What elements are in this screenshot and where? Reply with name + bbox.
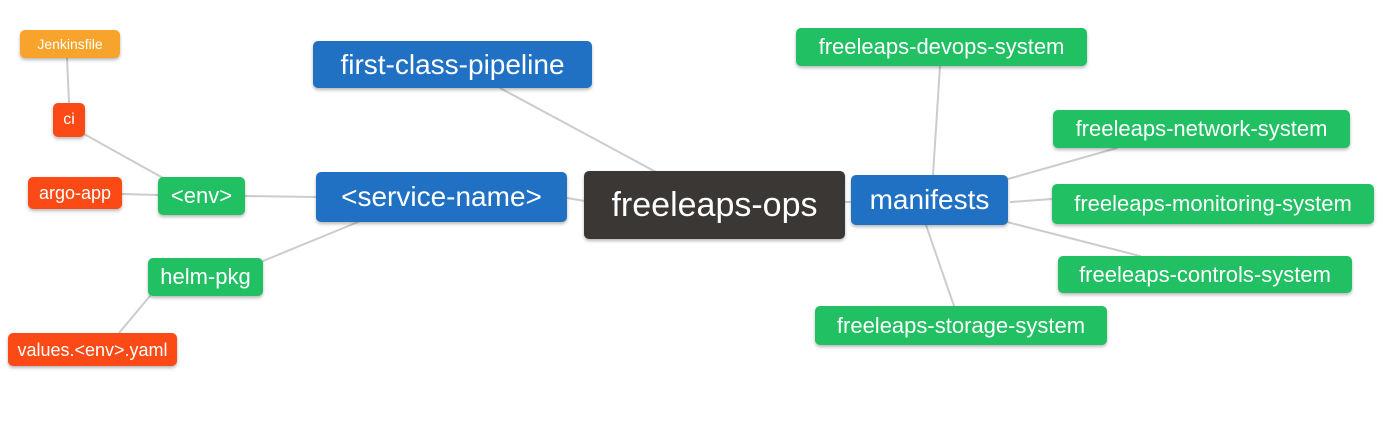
- edge-manifests--freeleaps-network-system: [1007, 147, 1118, 180]
- node-freeleaps-devops-system[interactable]: freeleaps-devops-system: [796, 28, 1087, 66]
- node-helm-pkg[interactable]: helm-pkg: [148, 258, 263, 296]
- node-values-env-yaml[interactable]: values.<env>.yaml: [8, 333, 177, 366]
- edge-argo-app--env: [121, 193, 159, 196]
- edge-values-env-yaml--helm-pkg: [118, 295, 151, 334]
- node-service-name[interactable]: <service-name>: [316, 172, 567, 222]
- node-freeleaps-network-system[interactable]: freeleaps-network-system: [1053, 110, 1350, 148]
- node-env[interactable]: <env>: [158, 177, 245, 215]
- node-freeleaps-controls-system[interactable]: freeleaps-controls-system: [1058, 256, 1352, 293]
- node-manifests[interactable]: manifests: [851, 175, 1008, 225]
- edge-first-class-pipeline--freeleaps-ops: [499, 87, 657, 173]
- node-first-class-pipeline[interactable]: first-class-pipeline: [313, 41, 592, 88]
- edge-service-name--freeleaps-ops: [566, 197, 586, 202]
- node-ci[interactable]: ci: [53, 103, 85, 137]
- node-freeleaps-storage-system[interactable]: freeleaps-storage-system: [815, 306, 1107, 345]
- node-freeleaps-ops[interactable]: freeleaps-ops: [584, 171, 845, 239]
- node-jenkinsfile[interactable]: Jenkinsfile: [20, 30, 120, 58]
- edge-ci--env: [83, 133, 164, 179]
- edge-manifests--freeleaps-storage-system: [925, 224, 955, 307]
- edge-manifests--freeleaps-monitoring-system: [1010, 198, 1053, 203]
- edge-manifests--freeleaps-devops-system: [932, 65, 941, 176]
- edge-env--service-name: [244, 195, 317, 198]
- node-argo-app[interactable]: argo-app: [28, 177, 122, 209]
- edge-helm-pkg--service-name: [262, 221, 359, 262]
- node-freeleaps-monitoring-system[interactable]: freeleaps-monitoring-system: [1052, 184, 1374, 224]
- edge-jenkinsfile--ci: [66, 57, 70, 104]
- edge-manifests--freeleaps-controls-system: [1006, 221, 1141, 257]
